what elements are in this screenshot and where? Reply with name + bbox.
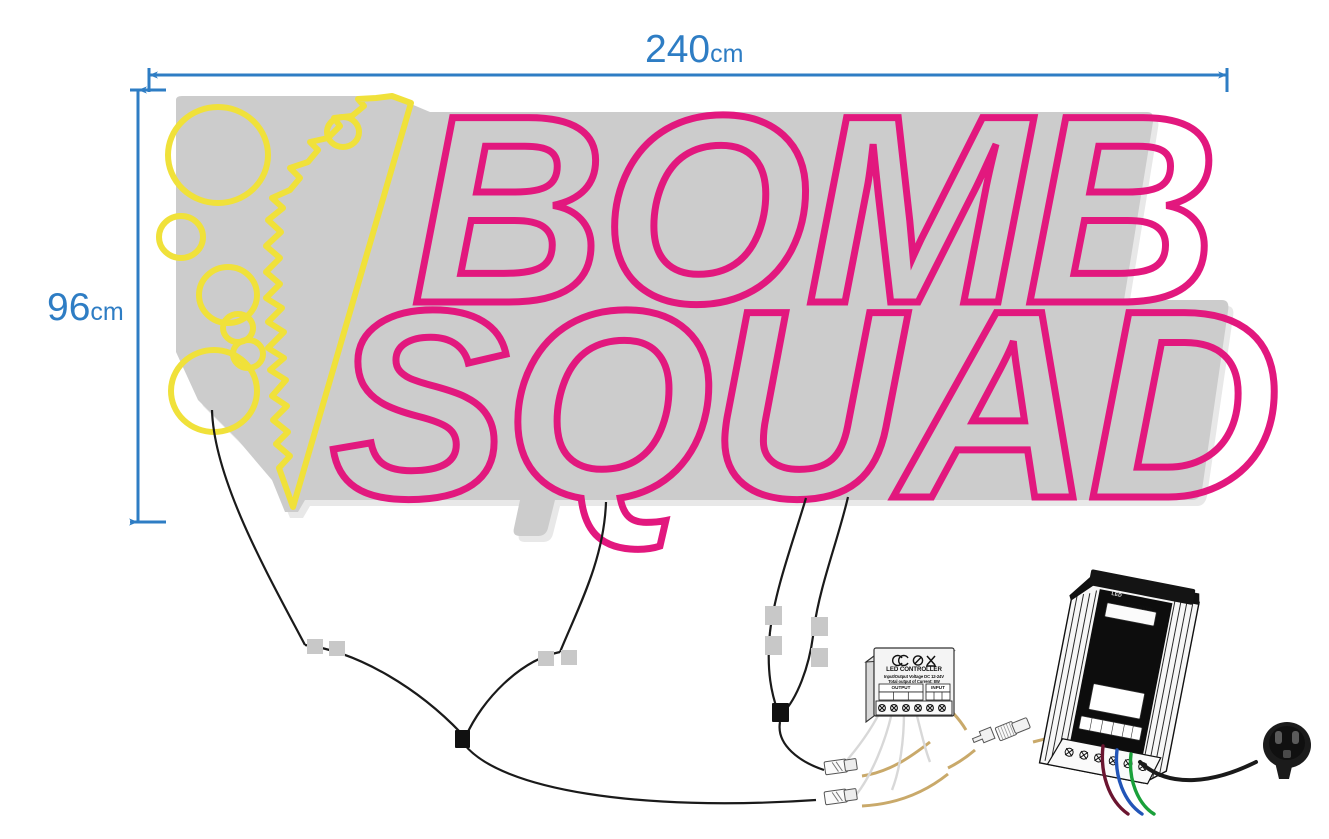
barrel-threads: [997, 722, 1015, 740]
ac-wire-neutral: [1114, 748, 1144, 816]
wire-clip: [765, 636, 782, 655]
neon-text-line-1: BOMB: [412, 59, 1215, 359]
ctrl-wire-4: [914, 711, 932, 763]
connector-male: [843, 758, 858, 772]
controller-spec-line-1: Input/Output Voltage DC 12-24V: [884, 674, 944, 679]
wire-clip: [561, 650, 577, 665]
wire-splitter: [772, 703, 789, 722]
dc-plug-male: [971, 726, 996, 744]
width-unit: cm: [710, 40, 744, 68]
neon-text-line-2: SQUAD: [330, 254, 1278, 554]
terminal-strip: [875, 700, 953, 716]
wire-clip: [765, 606, 782, 625]
wire-clip: [329, 641, 345, 656]
dimension-height: [129, 86, 166, 526]
led-controller: [864, 647, 956, 724]
connector-pins: [831, 761, 843, 772]
rohs-icon: [912, 655, 924, 666]
wire-junction-to-connector: [778, 721, 825, 772]
input-terminal-frame: [925, 691, 951, 701]
sign-backing-panel: [176, 96, 1234, 542]
output-divider: [893, 692, 909, 700]
wire-d-lower: [781, 627, 816, 715]
controller-title: LED CONTROLLER: [886, 666, 942, 673]
dc-cable-3: [947, 748, 976, 770]
ctrl-wire-3: [890, 711, 906, 791]
ac-wire-earth: [1128, 752, 1156, 816]
height-unit: cm: [90, 298, 124, 326]
controller-output-label: OUTPUT: [891, 684, 911, 690]
power-plug: [1263, 722, 1311, 779]
ac-wires: [1100, 744, 1258, 816]
psu-cover: [1088, 569, 1196, 605]
weee-icon: [926, 655, 936, 667]
power-supply-unit: [1038, 569, 1200, 785]
splash-outline: [263, 93, 414, 510]
ce-icon-e: [898, 654, 909, 667]
dc-cable-2: [861, 772, 949, 808]
dimension-width: [147, 68, 1229, 92]
wire-clip: [811, 617, 828, 636]
plug-pin-left: [1275, 731, 1282, 744]
ctrl-wire-2: [855, 711, 894, 796]
wire-clip: [811, 648, 828, 667]
wire-clip: [307, 639, 323, 654]
psu-legend-dividers: [1089, 717, 1134, 739]
plug-earth-clip: [1283, 750, 1291, 758]
bubble-small-left: [156, 213, 206, 261]
input-divider: [933, 692, 943, 700]
wire-splitter: [455, 730, 470, 748]
psu-faceplate: [1069, 589, 1173, 759]
height-value: 96: [47, 286, 91, 329]
backing-plate: [176, 96, 1229, 536]
terminal-screws: [878, 704, 946, 712]
width-value: 240: [645, 28, 711, 71]
psu-fins: [1044, 590, 1194, 780]
neon-lettering: BOMB SQUAD: [327, 56, 1286, 558]
wire-splitter-main: [463, 743, 817, 805]
inline-connector-pair-left: [823, 758, 858, 806]
height-dimension-label: 96cm: [47, 288, 124, 327]
ac-mains-cable: [1138, 760, 1258, 782]
wire-splitters: [455, 703, 789, 748]
bubble-medium: [196, 264, 260, 326]
controller-text-block: LED CONTROLLER Input/Output Voltage DC 1…: [874, 666, 954, 684]
bubble-large-top: [165, 104, 271, 206]
ce-icon: [892, 654, 903, 667]
wire-left-drop: [210, 409, 306, 646]
connector-pins: [831, 791, 843, 802]
output-terminal-frame: [878, 691, 924, 701]
wire-q-drop: [558, 501, 608, 653]
wire-clip: [538, 651, 554, 666]
controller-spec-line-2: Total output of Current: 8W: [888, 679, 940, 684]
rohs-slash: [914, 656, 922, 665]
connector-male: [843, 788, 858, 802]
width-dimension-label: 240cm: [645, 30, 743, 69]
plug-strain-relief: [1275, 762, 1293, 779]
wire-left-to-splitter: [304, 643, 462, 734]
certification-marks: [892, 654, 936, 667]
inline-connector-pair-right: [971, 717, 1031, 744]
dc-plug-female: [1011, 717, 1031, 734]
ac-wire-live: [1100, 744, 1130, 816]
psu-model-plate: [1104, 602, 1157, 627]
wire-clips: [307, 606, 828, 667]
controller-input-label: INPUT: [931, 684, 945, 690]
wire-d-drop: [812, 496, 850, 629]
controller-side: [865, 654, 875, 724]
plug-pin-right: [1292, 731, 1299, 744]
psu-blank-sticker: [1088, 683, 1145, 720]
psu-terminal-legend: [1078, 715, 1143, 741]
bubble-tiny-3: [324, 114, 362, 150]
